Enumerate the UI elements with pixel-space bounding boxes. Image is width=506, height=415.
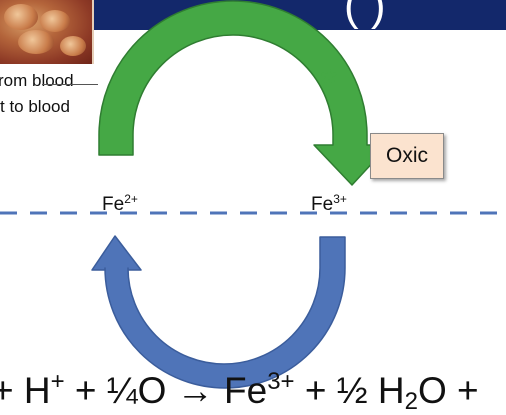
ion-symbol: Fe (102, 194, 125, 215)
blood-cell-image-blob (4, 4, 38, 30)
ion-charge: 3+ (333, 192, 347, 206)
oxidation-marker: * (321, 61, 337, 105)
reduction-arrow (91, 235, 346, 389)
equation-part: + ¼O (64, 370, 167, 411)
equation-subscript: 2 (404, 388, 418, 415)
ferrous-iron-label: Fe2+ (102, 192, 138, 215)
oxic-zone-label: Oxic (370, 133, 444, 179)
blood-cell-image-blob (18, 30, 54, 54)
equation-part: + H (0, 370, 51, 411)
equation-part: → Fe (166, 370, 268, 411)
blood-cell-image-blob (40, 10, 70, 32)
ion-charge: 2+ (124, 192, 138, 206)
blood-cell-photo (0, 0, 94, 64)
equation-superscript: 3+ (267, 368, 295, 395)
ferric-iron-label: Fe3+ (311, 192, 347, 215)
header-title-fragment: ( ) (344, 0, 386, 30)
oxidation-equation: + H+ + ¼O → Fe3+ + ½ H2O + (0, 370, 479, 414)
legend-text-line-2: t to blood (0, 97, 70, 116)
equation-part: O + (417, 370, 479, 411)
blood-cell-image-blob (60, 36, 86, 56)
equation-superscript: + (50, 368, 65, 395)
legend-strikethrough (42, 84, 98, 85)
equation-part: + ½ H (294, 370, 405, 411)
ion-symbol: Fe (311, 194, 334, 215)
oxidation-arrow (98, 0, 390, 186)
iron-redox-cycle-diagram (0, 0, 506, 389)
